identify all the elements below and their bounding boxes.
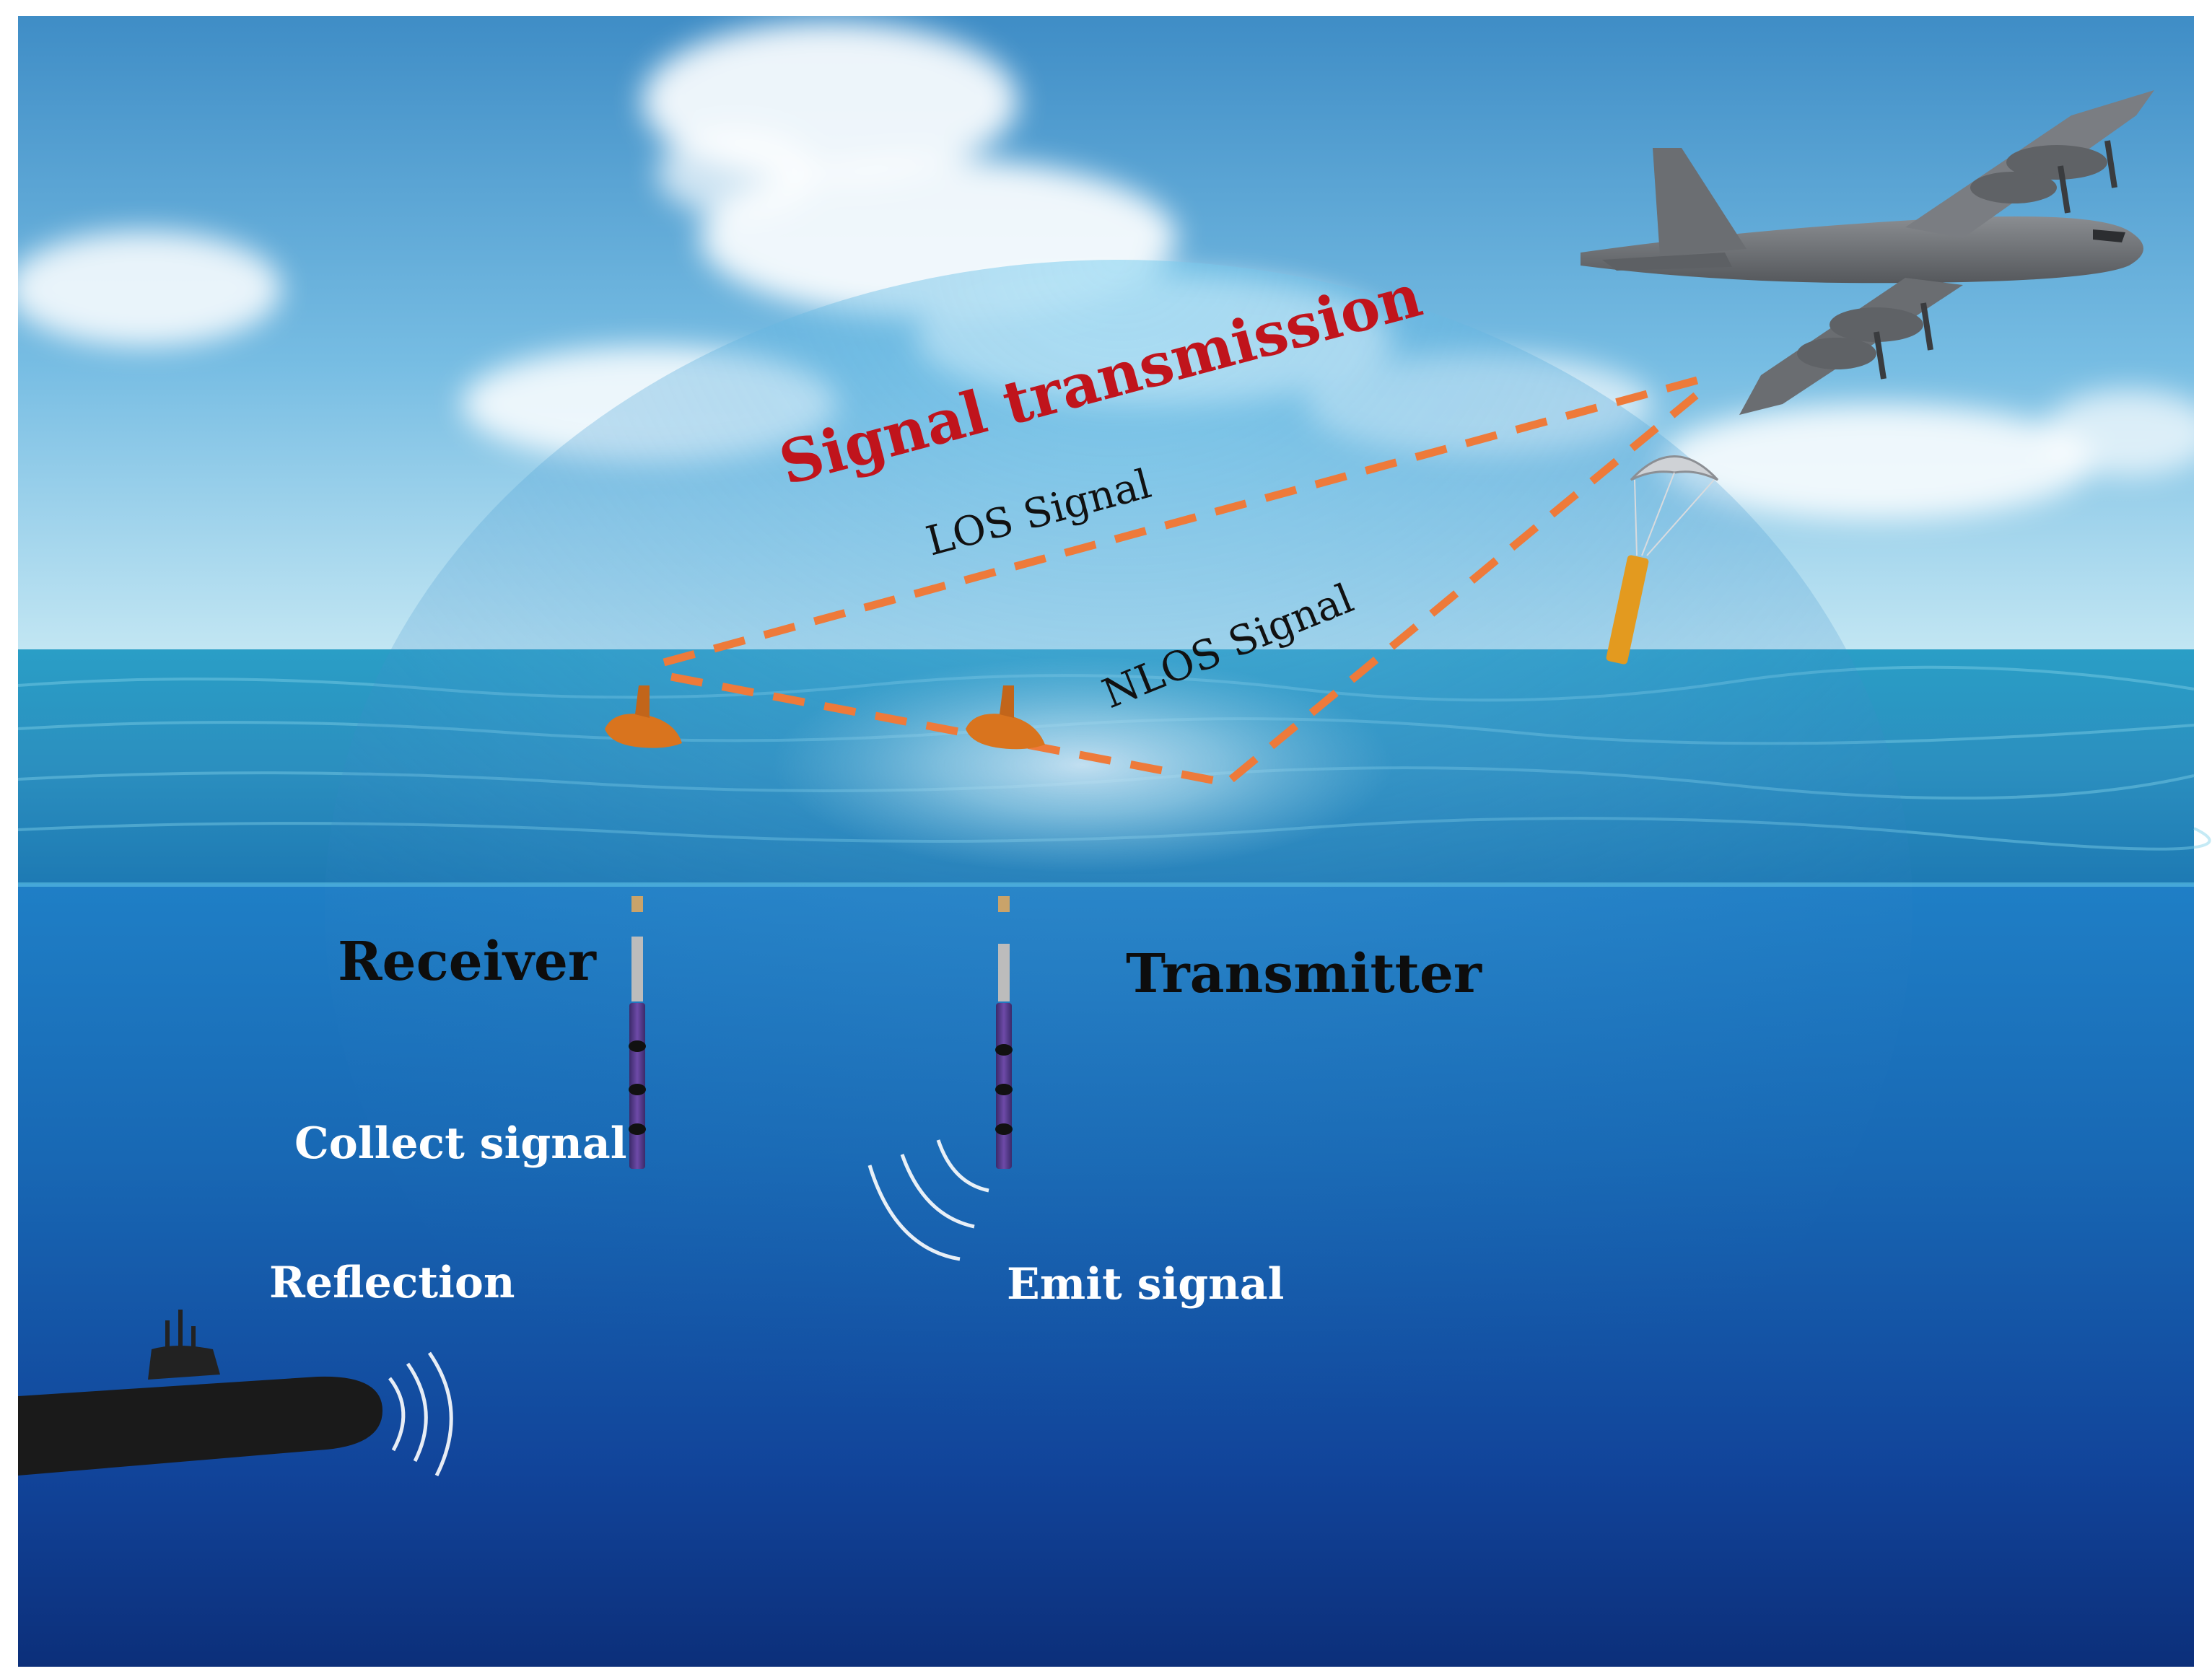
- reflection-wave-icon: [388, 1351, 453, 1477]
- receiver-sonobuoy: [629, 896, 646, 1169]
- propeller: [1874, 331, 1887, 380]
- aircraft-tailplane: [1602, 253, 1732, 271]
- submarine-sail: [148, 1346, 220, 1380]
- cloud: [7, 231, 281, 346]
- collect-signal-label: Collect signal: [294, 1118, 627, 1169]
- los-signal-path: [663, 372, 1712, 667]
- propeller: [2104, 140, 2117, 188]
- propeller: [1920, 302, 1933, 351]
- transmitter-float: [966, 685, 1045, 750]
- cloud: [1660, 404, 2093, 520]
- submarine: [18, 1310, 382, 1476]
- receiver-float: [605, 685, 682, 748]
- aircraft-tail: [1653, 148, 1747, 256]
- light-rays: [325, 260, 1912, 1559]
- receiver-label: Receiver: [338, 931, 597, 993]
- emit-wave-icon: [867, 1139, 989, 1261]
- parachute-icon: [1630, 455, 1719, 481]
- propeller: [2058, 165, 2071, 214]
- signal-paths: [663, 372, 1712, 787]
- cloud: [2042, 390, 2212, 476]
- patrol-aircraft: [1581, 90, 2154, 415]
- aircraft-engine: [1970, 172, 2057, 203]
- aircraft-cockpit: [2093, 229, 2125, 242]
- emit-signal-label: Emit signal: [1007, 1259, 1284, 1310]
- submarine-hull: [18, 1376, 382, 1476]
- dropping-sonobuoy: [1606, 555, 1649, 665]
- reflection-label: Reflection: [269, 1258, 515, 1308]
- aircraft-engine: [2006, 145, 2107, 180]
- cloud: [657, 130, 816, 216]
- transmitter-sonobuoy: [995, 896, 1013, 1169]
- aircraft-engine: [1797, 338, 1876, 369]
- parachute-sonobuoy: [1606, 455, 1719, 665]
- transmitter-label: Transmitter: [1126, 943, 1482, 1005]
- aircraft-engine: [1830, 307, 1923, 342]
